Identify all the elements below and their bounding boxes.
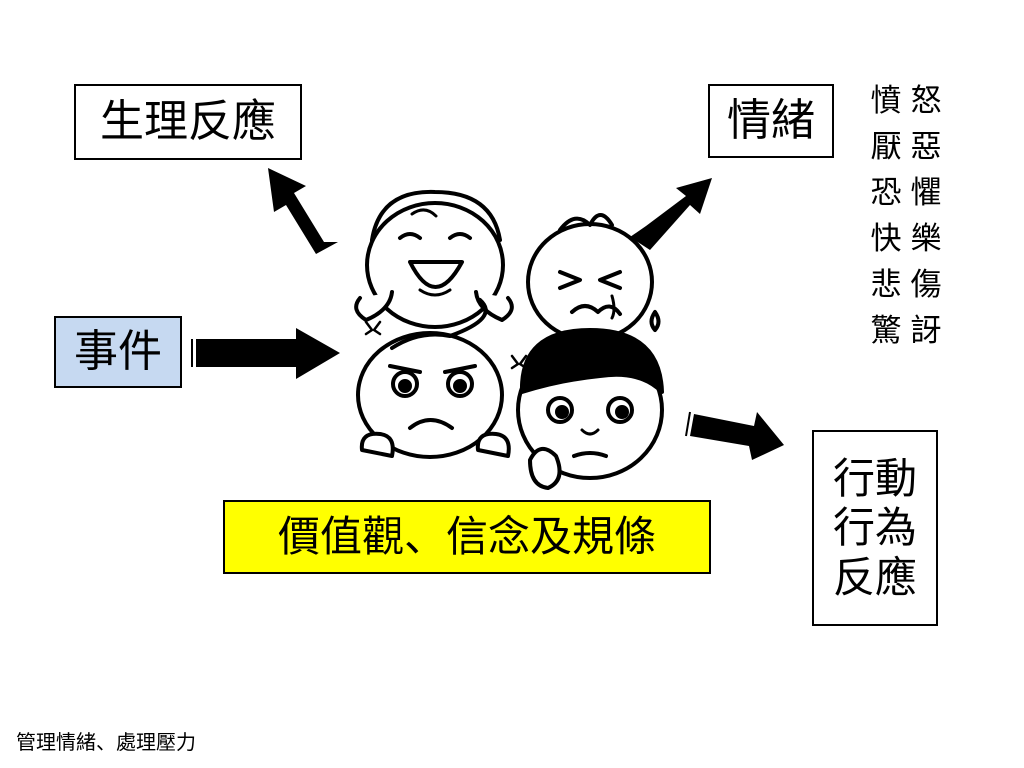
emotion-char: 怒	[910, 83, 942, 119]
action-line: 行動	[832, 454, 917, 504]
physiological-reaction-box: 生理反應	[74, 84, 302, 160]
event-box: 事件	[54, 316, 182, 388]
emotion-box: 情緒	[708, 84, 834, 158]
anger-marks	[364, 320, 528, 370]
emotion-char: 悲	[870, 267, 902, 303]
reaction-line: 反應	[832, 552, 917, 602]
arrow-to-action	[685, 411, 784, 460]
laughing-face	[354, 189, 514, 329]
values-beliefs-label: 價值觀、信念及規條	[277, 512, 656, 561]
physiological-reaction-label: 生理反應	[100, 96, 276, 147]
emotion-label: 情緒	[727, 95, 815, 146]
emotion-char: 快	[870, 221, 902, 257]
emotion-list: 憤 怒 厭 惡 恐 懼 快 樂 悲 傷 驚 訝	[868, 78, 948, 354]
emotion-char: 驚	[870, 313, 902, 349]
emotion-char: 訝	[910, 313, 942, 349]
emotion-char: 憤	[870, 83, 902, 119]
emotion-char: 懼	[910, 175, 942, 211]
arrow-to-physiological	[268, 168, 338, 254]
emotion-char: 厭	[870, 129, 902, 165]
values-beliefs-box: 價值觀、信念及規條	[223, 500, 711, 574]
emotion-char: 傷	[910, 267, 942, 303]
behavior-line: 行為	[832, 503, 917, 553]
crying-face	[526, 213, 661, 342]
event-label: 事件	[74, 326, 162, 377]
footer-caption: 管理情緒、處理壓力	[16, 730, 196, 754]
emotion-char: 惡	[910, 129, 942, 165]
arrow-event-to-faces	[191, 328, 340, 379]
emotion-char: 樂	[910, 221, 942, 257]
emotion-char: 恐	[870, 175, 902, 211]
worried-face	[516, 328, 664, 490]
action-behavior-box: 行動 行為 反應	[812, 430, 938, 626]
arrow-to-emotion	[630, 178, 712, 250]
angry-face	[356, 298, 511, 459]
